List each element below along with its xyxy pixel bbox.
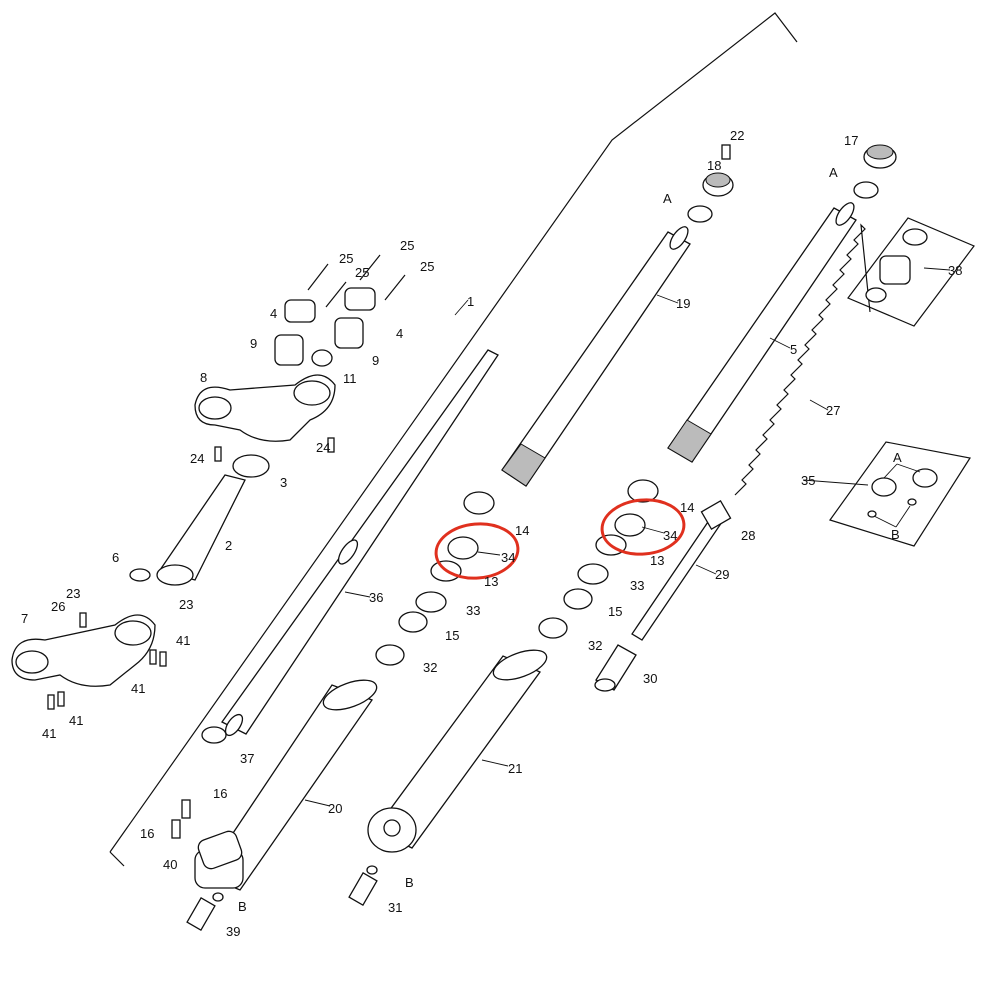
- label-26: 26: [51, 599, 65, 614]
- part-labels: 1 2 3 4 4 5 6 7 8 9 9 11 13 13 14 14 15 …: [21, 128, 962, 939]
- label-33: 33: [630, 578, 644, 593]
- label-23: 23: [66, 586, 80, 601]
- label-A: A: [893, 450, 902, 465]
- label-1: 1: [467, 294, 474, 309]
- damper-rod-36[interactable]: [221, 349, 499, 738]
- steering-stem-2[interactable]: [156, 474, 246, 586]
- label-13: 13: [650, 553, 664, 568]
- leader-lines: [304, 267, 951, 807]
- seal-stack-left[interactable]: [375, 491, 495, 666]
- assembly-bracket-line: [109, 12, 798, 853]
- label-25: 25: [420, 259, 434, 274]
- label-4: 4: [396, 326, 403, 341]
- label-40: 40: [163, 857, 177, 872]
- bushing-30[interactable]: [594, 644, 637, 692]
- label-22: 22: [730, 128, 744, 143]
- label-36: 36: [369, 590, 383, 605]
- label-41: 41: [131, 681, 145, 696]
- label-41: 41: [176, 633, 190, 648]
- label-11: 11: [343, 371, 357, 386]
- bearing-3[interactable]: [232, 454, 270, 478]
- kit-box-38: [847, 217, 975, 327]
- label-35: 35: [801, 473, 815, 488]
- label-15: 15: [445, 628, 459, 643]
- label-17: 17: [844, 133, 858, 148]
- screw-22[interactable]: [721, 144, 731, 160]
- fork-tube-19[interactable]: [501, 224, 691, 487]
- handlebar-clamps[interactable]: [274, 287, 376, 366]
- kit-38-parts: [865, 228, 928, 303]
- label-14: 14: [680, 500, 694, 515]
- label-4: 4: [270, 306, 277, 321]
- label-32: 32: [423, 660, 437, 675]
- bushing-37[interactable]: [201, 726, 227, 744]
- o-ring-b-left[interactable]: [212, 892, 224, 902]
- label-13: 13: [484, 574, 498, 589]
- label-B: B: [891, 527, 900, 542]
- o-ring-a-left[interactable]: [687, 205, 713, 223]
- kit-35-seals: [867, 468, 938, 518]
- label-14: 14: [515, 523, 529, 538]
- o-ring-a-right[interactable]: [853, 181, 879, 199]
- label-34: 34: [501, 550, 515, 565]
- label-28: 28: [741, 528, 755, 543]
- lower-triple-clamp-7[interactable]: [11, 614, 156, 687]
- label-41: 41: [69, 713, 83, 728]
- label-B: B: [405, 875, 414, 890]
- label-38: 38: [948, 263, 962, 278]
- label-27: 27: [826, 403, 840, 418]
- label-25: 25: [355, 265, 369, 280]
- label-5: 5: [790, 342, 797, 357]
- washer-11[interactable]: [311, 349, 333, 367]
- label-2: 2: [225, 538, 232, 553]
- fork-spring-27[interactable]: [734, 223, 871, 496]
- label-37: 37: [240, 751, 254, 766]
- highlight-circle-34-right: [600, 498, 686, 556]
- label-6: 6: [112, 550, 119, 565]
- label-A: A: [829, 165, 838, 180]
- label-9: 9: [250, 336, 257, 351]
- label-16: 16: [140, 826, 154, 841]
- label-7: 7: [21, 611, 28, 626]
- small-bolts[interactable]: [47, 437, 335, 839]
- label-15: 15: [608, 604, 622, 619]
- cap-17[interactable]: [863, 144, 897, 169]
- cartridge-rod-29[interactable]: [631, 499, 732, 641]
- cap-18[interactable]: [702, 172, 734, 197]
- label-19: 19: [676, 296, 690, 311]
- kit-box-35: [829, 441, 971, 547]
- bolts-25[interactable]: [307, 254, 406, 308]
- label-24: 24: [316, 440, 330, 455]
- fork-tube-5[interactable]: [667, 200, 857, 463]
- label-21: 21: [508, 761, 522, 776]
- label-32: 32: [588, 638, 602, 653]
- label-30: 30: [643, 671, 657, 686]
- label-20: 20: [328, 801, 342, 816]
- label-23: 23: [179, 597, 193, 612]
- label-25: 25: [400, 238, 414, 253]
- label-B: B: [238, 899, 247, 914]
- upper-triple-clamp-8[interactable]: [194, 374, 336, 442]
- label-34: 34: [663, 528, 677, 543]
- label-9: 9: [372, 353, 379, 368]
- label-33: 33: [466, 603, 480, 618]
- label-39: 39: [226, 924, 240, 939]
- o-ring-b-right[interactable]: [366, 865, 378, 875]
- label-41: 41: [42, 726, 56, 741]
- seal-stack-right[interactable]: [538, 479, 659, 639]
- label-A: A: [663, 191, 672, 206]
- label-16: 16: [213, 786, 227, 801]
- label-29: 29: [715, 567, 729, 582]
- label-24: 24: [190, 451, 204, 466]
- label-18: 18: [707, 158, 721, 173]
- label-8: 8: [200, 370, 207, 385]
- label-3: 3: [280, 475, 287, 490]
- assembly-bracket-end: [109, 851, 125, 867]
- highlight-circle-34-left: [434, 522, 520, 580]
- axle-pinch-bolts[interactable]: [186, 829, 378, 932]
- label-25: 25: [339, 251, 353, 266]
- fork-slider-21[interactable]: [367, 644, 550, 853]
- label-31: 31: [388, 900, 402, 915]
